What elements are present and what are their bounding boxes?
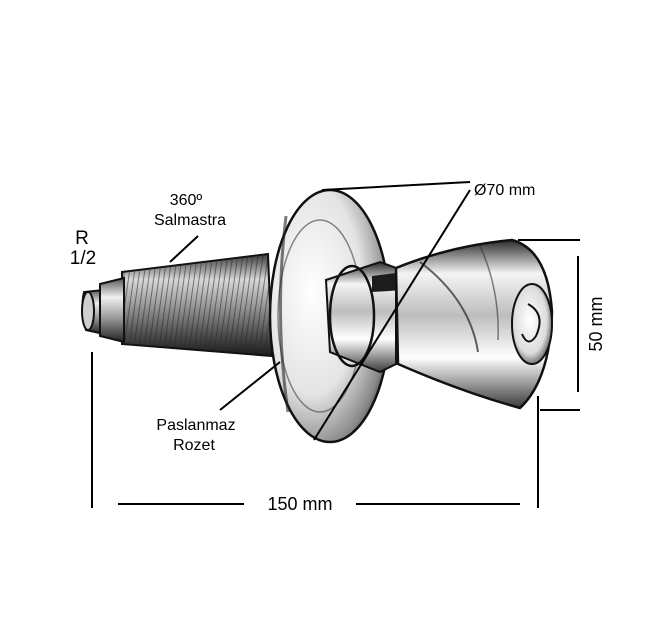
diameter-label: Ø70 mm [474, 182, 535, 199]
seal-leader [169, 235, 199, 263]
rosette-line1-label: Paslanmaz [156, 417, 235, 434]
rosette-leader [219, 361, 281, 411]
handle [394, 238, 554, 410]
inlet-nozzle [81, 276, 125, 344]
height-label: 50 mm [586, 296, 606, 351]
stem-nut [324, 260, 404, 374]
dimension-lines [91, 181, 580, 508]
valve-illustration [81, 188, 554, 444]
threaded-body [121, 252, 274, 358]
seal-name-label: Salmastra [154, 212, 226, 229]
length-label: 150 mm [267, 494, 332, 514]
labels: R 1/2 360º Salmastra Ø70 mm 50 mm Paslan… [70, 182, 606, 514]
thread-r-label: R [75, 228, 89, 249]
seal-angle-label: 360º [170, 192, 203, 209]
diameter-leader-diagonal [313, 189, 471, 441]
rosette-line2-label: Rozet [173, 437, 215, 454]
diameter-leader-top [321, 181, 471, 191]
thread-size-label: 1/2 [70, 248, 96, 269]
